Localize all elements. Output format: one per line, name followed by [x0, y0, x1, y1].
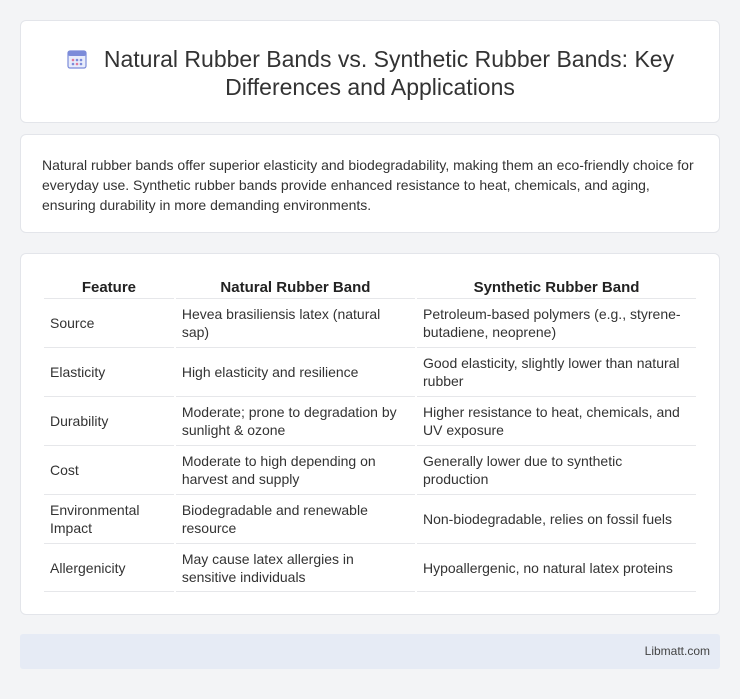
cell-natural: High elasticity and resilience: [175, 347, 415, 396]
cell-natural: Hevea brasiliensis latex (natural sap): [175, 298, 415, 347]
cell-synthetic: Non-biodegradable, relies on fossil fuel…: [417, 494, 696, 543]
cell-synthetic: Good elasticity, slightly lower than nat…: [417, 347, 696, 396]
summary-card: Natural rubber bands offer superior elas…: [20, 134, 720, 233]
table-row: Cost Moderate to high depending on harve…: [44, 445, 696, 494]
header-synthetic: Synthetic Rubber Band: [473, 278, 640, 296]
table-row: Durability Moderate; prone to degradatio…: [44, 396, 696, 445]
cell-synthetic: Generally lower due to synthetic product…: [417, 445, 696, 494]
header-feature: Feature: [81, 278, 136, 296]
cell-feature: Durability: [44, 396, 174, 445]
cell-synthetic: Petroleum-based polymers (e.g., styrene-…: [417, 298, 696, 347]
cell-feature: Allergenicity: [44, 543, 174, 592]
cell-natural: Moderate; prone to degradation by sunlig…: [175, 396, 415, 445]
cell-synthetic: Higher resistance to heat, chemicals, an…: [417, 396, 696, 445]
table-header-row: Feature Natural Rubber Band Synthetic Ru…: [44, 276, 696, 298]
title-card: Natural Rubber Bands vs. Synthetic Rubbe…: [20, 20, 720, 123]
cell-feature: Environmental Impact: [44, 494, 174, 543]
table-row: Source Hevea brasiliensis latex (natural…: [44, 298, 696, 347]
summary-text: Natural rubber bands offer superior elas…: [42, 157, 694, 213]
header-natural: Natural Rubber Band: [220, 278, 371, 296]
footer: Libmatt.com: [20, 634, 720, 669]
cell-feature: Elasticity: [44, 347, 174, 396]
comparison-table: Feature Natural Rubber Band Synthetic Ru…: [42, 276, 698, 592]
footer-brand[interactable]: Libmatt.com: [644, 644, 710, 658]
cell-natural: Biodegradable and renewable resource: [175, 494, 415, 543]
page-title-wrap: Natural Rubber Bands vs. Synthetic Rubbe…: [61, 45, 679, 101]
calendar-icon: [66, 48, 88, 70]
cell-synthetic: Hypoallergenic, no natural latex protein…: [417, 543, 696, 592]
table-row: Allergenicity May cause latex allergies …: [44, 543, 696, 592]
cell-feature: Cost: [44, 445, 174, 494]
table-row: Elasticity High elasticity and resilienc…: [44, 347, 696, 396]
table-row: Environmental Impact Biodegradable and r…: [44, 494, 696, 543]
cell-natural: Moderate to high depending on harvest an…: [175, 445, 415, 494]
cell-natural: May cause latex allergies in sensitive i…: [175, 543, 415, 592]
comparison-table-card: Feature Natural Rubber Band Synthetic Ru…: [20, 253, 720, 615]
page-title: Natural Rubber Bands vs. Synthetic Rubbe…: [103, 46, 675, 100]
cell-feature: Source: [44, 298, 174, 347]
